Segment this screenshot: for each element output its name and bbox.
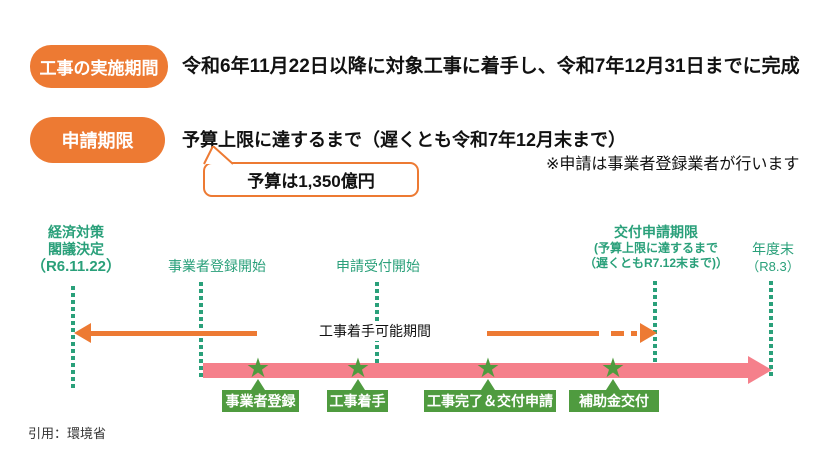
milestone-line: （R6.11.22） [30, 258, 122, 275]
star-icon: ★ [245, 353, 271, 383]
construction-window-label: 工事着手可能期間 [314, 321, 436, 341]
milestone-line: (予算上限に達するまで [594, 241, 718, 255]
citation-text: 引用：環境省 [28, 426, 107, 441]
registration-note: ※申請は事業者登録業者が行います [546, 156, 800, 173]
milestone-grant-deadline: 交付申請期限 (予算上限に達するまで （遅くともR7.12末まで)） [570, 224, 742, 271]
event-pointer-icon [251, 379, 265, 390]
event-pointer-icon [606, 379, 620, 390]
milestone-registration-start: 事業者登録開始 [168, 258, 266, 275]
event-label-subsidy-payment: 補助金交付 [569, 390, 659, 412]
window-arrow-right [487, 331, 599, 336]
milestone-line: 閣議決定 [48, 241, 104, 257]
budget-bubble: 予算は1,350億円 [203, 162, 419, 197]
milestone-line: 交付申請期限 [614, 224, 698, 240]
guide-line-fiscal-year-end [769, 281, 773, 378]
milestone-line: 年度末 [752, 241, 794, 257]
milestone-line: （遅くともR7.12末まで)） [583, 256, 729, 270]
event-label-construction-start: 工事着手 [327, 390, 388, 412]
right-arrowhead-icon [640, 323, 657, 343]
milestone-fiscal-year-end: 年度末 （R8.3） [741, 241, 805, 275]
event-pointer-icon [351, 379, 365, 390]
application-deadline-badge: 申請期限 [30, 117, 165, 163]
guide-line-registration-start [199, 282, 203, 378]
window-arrow-right-dash [611, 331, 624, 336]
process-timeline-bar [203, 363, 749, 378]
milestone-line: （R8.3） [746, 259, 800, 274]
construction-period-text: 令和6年11月22日以降に対象工事に着手し、令和7年12月31日までに完成 [182, 56, 800, 77]
event-label-completion-grant-application: 工事完了＆交付申請 [424, 390, 556, 412]
milestone-application-start: 申請受付開始 [336, 258, 420, 275]
application-deadline-text: 予算上限に達するまで（遅くとも令和7年12月末まで） [182, 130, 627, 150]
event-label-registration: 事業者登録 [222, 390, 299, 412]
window-arrow-left [88, 331, 257, 336]
event-pointer-icon [481, 379, 495, 390]
bubble-tail [203, 146, 234, 165]
milestone-line: 経済対策 [48, 224, 104, 240]
milestone-line: 申請受付開始 [336, 258, 420, 274]
guide-line-cabinet-decision [71, 286, 75, 388]
star-icon: ★ [600, 353, 626, 383]
milestone-cabinet-decision: 経済対策 閣議決定 （R6.11.22） [18, 224, 134, 275]
star-icon: ★ [475, 353, 501, 383]
construction-period-badge: 工事の実施期間 [30, 45, 168, 88]
milestone-line: 事業者登録開始 [168, 258, 266, 274]
window-arrow-right-dash [631, 331, 637, 336]
star-icon: ★ [345, 353, 371, 383]
left-arrowhead-icon [74, 323, 91, 343]
process-timeline-arrowhead-icon [748, 356, 772, 384]
